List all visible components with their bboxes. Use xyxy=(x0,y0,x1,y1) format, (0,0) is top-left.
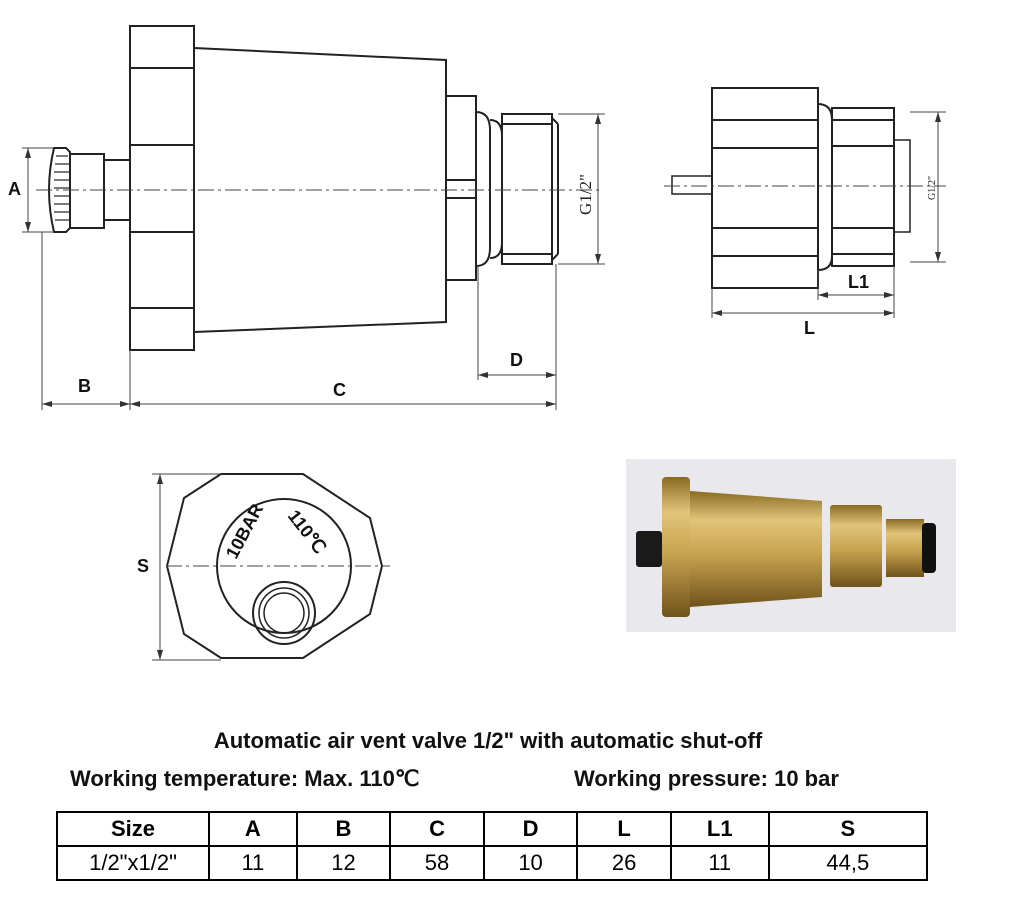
side-dimensions xyxy=(22,113,605,410)
side-view xyxy=(48,25,559,351)
dim-label-a: A xyxy=(8,179,21,199)
col-header: Size xyxy=(56,811,210,847)
col-header: L1 xyxy=(669,811,770,847)
caption-title: Automatic air vent valve 1/2" with autom… xyxy=(213,728,763,753)
dim-label-l1: L1 xyxy=(848,272,869,292)
caption-pressure: Working pressure: 10 bar xyxy=(574,766,839,791)
dim-label-b: B xyxy=(78,376,91,396)
col-header: L xyxy=(576,811,672,847)
dim-label-l: L xyxy=(804,318,815,338)
photo-small-nut xyxy=(830,505,882,587)
spec-table: Size A B C D L L1 S 1/2"x1/2" 11 12 58 1… xyxy=(56,811,929,881)
front-view xyxy=(165,473,384,659)
table-header-row: Size A B C D L L1 S xyxy=(56,811,929,847)
table-cell: 58 xyxy=(389,845,485,881)
right-view xyxy=(671,87,911,289)
stamp-temperature: 110℃ xyxy=(284,506,330,557)
table-row: 1/2"x1/2" 11 12 58 10 26 11 44,5 xyxy=(56,845,929,881)
col-header: D xyxy=(482,811,579,847)
dim-label-d: D xyxy=(510,350,523,370)
product-photo xyxy=(626,459,956,632)
col-header: A xyxy=(208,811,298,847)
table-cell: 10 xyxy=(482,845,579,881)
front-dimensions xyxy=(152,473,221,661)
right-dimensions xyxy=(711,111,946,318)
table-cell: 12 xyxy=(295,845,392,881)
technical-drawing: A B C D G1/2" xyxy=(8,25,946,661)
stamp-pressure: 10BAR xyxy=(222,500,267,562)
col-header: B xyxy=(295,811,392,847)
photo-hex-nut xyxy=(662,477,690,617)
dim-label-s: S xyxy=(137,556,149,576)
table-cell: 44,5 xyxy=(767,845,929,881)
table-cell: 11 xyxy=(669,845,770,881)
front-arrowheads xyxy=(157,474,163,660)
dim-label-c: C xyxy=(333,380,346,400)
col-header: C xyxy=(389,811,485,847)
table-cell: 26 xyxy=(576,845,672,881)
photo-knob xyxy=(636,531,662,567)
side-arrowheads xyxy=(25,114,601,407)
photo-thread xyxy=(886,519,924,577)
side-thread-label: G1/2" xyxy=(576,174,595,215)
photo-seal xyxy=(922,523,936,573)
right-arrowheads xyxy=(712,112,941,316)
right-thread-label: G1/2" xyxy=(927,176,938,200)
col-header: S xyxy=(767,811,929,847)
caption-temperature: Working temperature: Max. 110℃ xyxy=(70,766,420,791)
table-cell: 11 xyxy=(208,845,298,881)
photo-body xyxy=(690,491,822,607)
table-cell: 1/2"x1/2" xyxy=(56,845,210,881)
